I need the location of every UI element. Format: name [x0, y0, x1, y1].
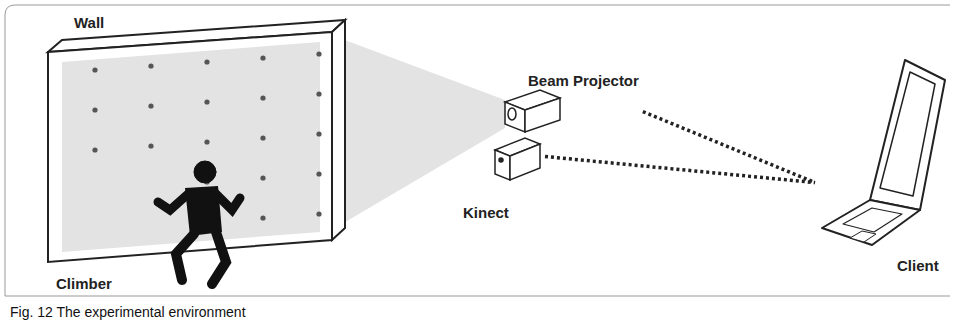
frame-line	[5, 5, 950, 296]
hold-dot	[204, 139, 209, 144]
hold-dot	[204, 99, 209, 104]
projection-area	[62, 42, 320, 252]
hold-dot	[148, 103, 153, 108]
hold-dot	[316, 51, 321, 56]
device-node: Kinect	[455, 132, 545, 230]
device-label: Kinect	[463, 204, 509, 221]
device-node: Beam Projector	[490, 72, 643, 138]
figure-label: Climber	[56, 275, 112, 292]
hold-dot	[260, 135, 265, 140]
kinect-sensor	[495, 138, 540, 180]
device-node: Client	[815, 55, 950, 287]
dotted-connection	[643, 112, 815, 183]
caption-rule	[5, 296, 950, 297]
hold-dot	[260, 95, 265, 100]
hold-dot	[92, 67, 97, 72]
projector-icon	[505, 90, 560, 132]
hold-dot	[260, 55, 265, 60]
device-label: Beam Projector	[528, 72, 639, 89]
wall-side	[332, 20, 345, 240]
device-label: Wall	[74, 14, 104, 31]
hold-dot	[148, 143, 153, 148]
hold-dot	[92, 107, 97, 112]
figure-caption: Fig. 12 The experimental environment	[10, 304, 246, 320]
hold-dot	[316, 171, 321, 176]
hold-dot	[204, 59, 209, 64]
dotted-connection	[545, 157, 815, 183]
hold-dot	[92, 147, 97, 152]
hold-dot	[316, 211, 321, 216]
hold-dot	[316, 131, 321, 136]
device-node: Wall	[40, 10, 350, 270]
hold-dot	[316, 91, 321, 96]
hold-dot	[148, 63, 153, 68]
hold-dot	[260, 175, 265, 180]
laptop-icon	[822, 60, 945, 245]
device-label: Client	[897, 257, 939, 274]
hold-dot	[260, 215, 265, 220]
wall-face	[48, 32, 332, 262]
climber-figure	[158, 161, 240, 284]
